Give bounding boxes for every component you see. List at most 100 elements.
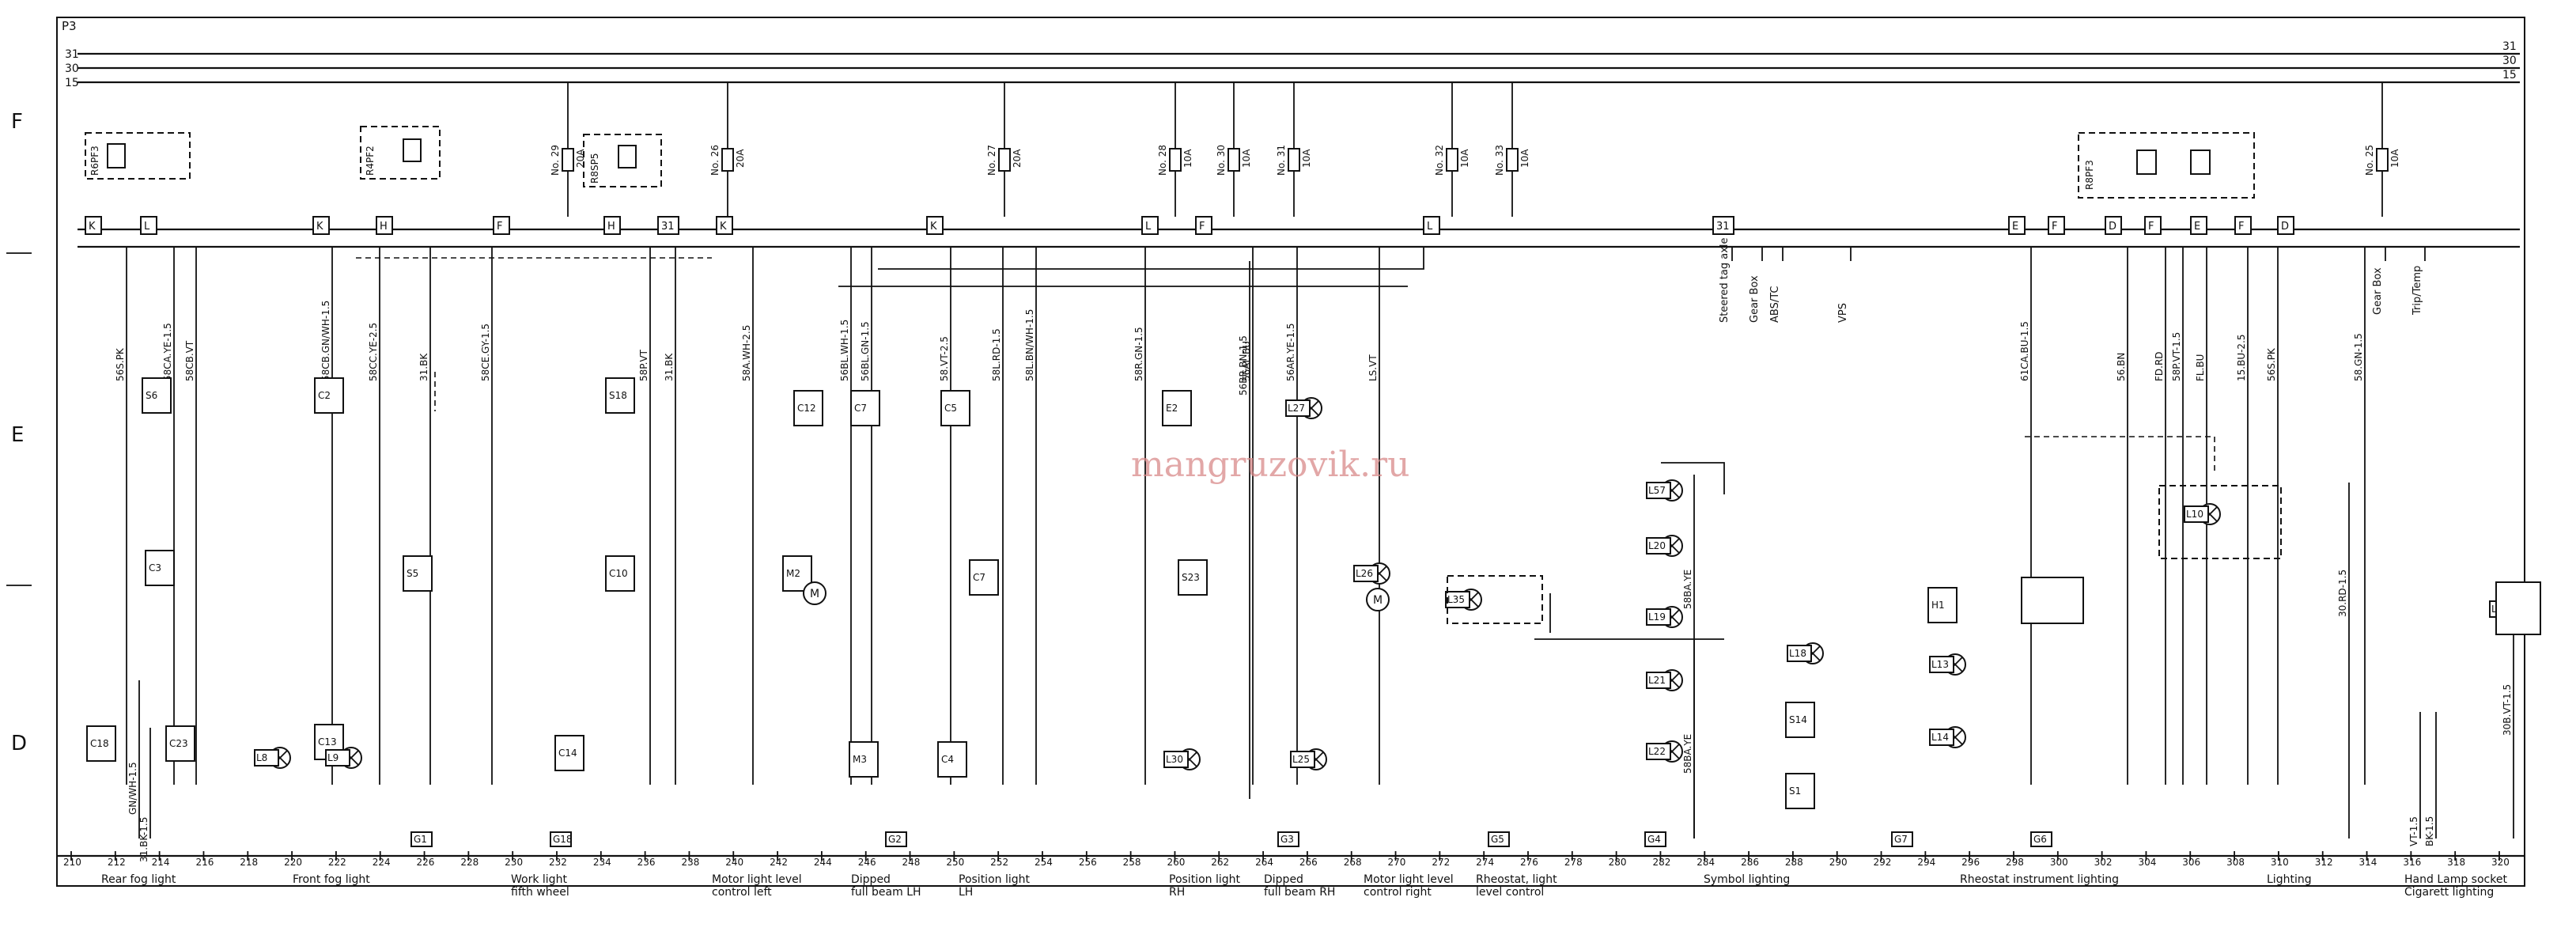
signal-label: ABS/TC bbox=[1769, 286, 1781, 323]
component-tag: C7 bbox=[973, 572, 985, 583]
connector-label: K bbox=[316, 221, 323, 233]
fuse-label: No. 26 bbox=[709, 145, 721, 176]
component-tag: S23 bbox=[1182, 572, 1200, 583]
ground-tag-box bbox=[1488, 831, 1510, 847]
ground-tag: G5 bbox=[1491, 834, 1504, 845]
wire-label: 58CC.YE-2.5 bbox=[368, 323, 379, 381]
scale-number: 244 bbox=[814, 857, 832, 868]
component-tag: L57 bbox=[1648, 485, 1666, 496]
component-tag: L22 bbox=[1648, 746, 1666, 757]
wire-label: 31.BK-1.5 bbox=[138, 817, 149, 862]
scale-number: 298 bbox=[2006, 857, 2024, 868]
component-tag: M2 bbox=[786, 568, 800, 579]
connector-box bbox=[376, 216, 393, 235]
diagram-frame bbox=[56, 17, 2525, 887]
wire-label: FL.BU bbox=[2195, 354, 2206, 381]
component-tag: C23 bbox=[169, 738, 188, 749]
fuse-27 bbox=[998, 148, 1011, 172]
connector-label: H bbox=[380, 221, 388, 233]
signal-label: Trip/Temp bbox=[2411, 266, 2423, 316]
ground-tag-box bbox=[410, 831, 433, 847]
scale-number: 274 bbox=[1476, 857, 1494, 868]
scale-number: 262 bbox=[1211, 857, 1229, 868]
wire-label: BK-1.5 bbox=[2424, 816, 2435, 846]
component-symbol bbox=[1162, 390, 1192, 426]
connector-box bbox=[2190, 216, 2207, 235]
fuse-rating: 10A bbox=[1182, 149, 1193, 168]
connector-box bbox=[657, 216, 679, 235]
component-tag: C14 bbox=[558, 748, 577, 759]
component-tag: L26 bbox=[1356, 568, 1373, 579]
connector-box bbox=[312, 216, 330, 235]
connector-label: F bbox=[1199, 221, 1205, 233]
relay-r4pf2-label: R4PF2 bbox=[365, 146, 376, 176]
scale-number: 282 bbox=[1652, 857, 1670, 868]
relay-r8sp5: R8SP5 bbox=[583, 134, 662, 187]
fuse-rating: 20A bbox=[575, 149, 586, 168]
connector-label: F bbox=[2052, 221, 2057, 233]
fuse-31 bbox=[1288, 148, 1300, 172]
component-tag-box bbox=[1290, 751, 1315, 768]
bus-label-31-left: 31 bbox=[65, 48, 79, 61]
section-caption-rear-fog: Rear fog light bbox=[101, 873, 176, 886]
ground-tag: G3 bbox=[1280, 834, 1294, 845]
scale-number: 312 bbox=[2315, 857, 2333, 868]
connector-label: D bbox=[2109, 221, 2116, 233]
component-symbol bbox=[605, 377, 635, 414]
component-tag: L8 bbox=[256, 752, 267, 763]
scale-number: 242 bbox=[770, 857, 788, 868]
component-tag-box bbox=[254, 749, 279, 767]
ground-tag: G6 bbox=[2033, 834, 2047, 845]
ground-tag: G2 bbox=[888, 834, 902, 845]
instrument-rheostat bbox=[2021, 577, 2084, 624]
scale-number: 288 bbox=[1785, 857, 1803, 868]
connector-box bbox=[1195, 216, 1212, 235]
connector-box bbox=[2234, 216, 2252, 235]
scale-number: 246 bbox=[858, 857, 876, 868]
fuse-26 bbox=[721, 148, 734, 172]
connector-label: F bbox=[2238, 221, 2244, 233]
scale-number: 212 bbox=[108, 857, 126, 868]
wire-label: 58BA.YE bbox=[1682, 570, 1693, 609]
scale-number: 276 bbox=[1520, 857, 1538, 868]
component-symbol bbox=[1178, 559, 1208, 596]
fuse-label: No. 33 bbox=[1494, 145, 1505, 176]
signal-label: VPS bbox=[1837, 303, 1849, 323]
component-symbol bbox=[165, 725, 195, 762]
power-buses: 31 30 15 31 30 15 bbox=[65, 40, 2520, 89]
connector-label: K bbox=[930, 221, 937, 233]
relay-r8sp5-label: R8SP5 bbox=[589, 153, 600, 184]
scale-number: 304 bbox=[2138, 857, 2156, 868]
connector-label: 31 bbox=[661, 221, 675, 233]
scale-number: 234 bbox=[593, 857, 611, 868]
scale-number: 214 bbox=[152, 857, 170, 868]
connector-label: K bbox=[89, 221, 96, 233]
scale-number: 232 bbox=[549, 857, 567, 868]
component-tag: L13 bbox=[1931, 659, 1949, 670]
fuse-label: No. 27 bbox=[986, 145, 997, 176]
ground-tag: G4 bbox=[1647, 834, 1661, 845]
component-tag: L19 bbox=[1648, 611, 1666, 623]
component-symbol bbox=[142, 377, 172, 414]
component-tag: L20 bbox=[1648, 540, 1666, 551]
scale-number: 256 bbox=[1079, 857, 1097, 868]
hand-lamp-socket bbox=[2495, 581, 2541, 635]
component-tag: L10 bbox=[2186, 509, 2203, 520]
wire-label: 56.BN bbox=[2116, 353, 2127, 381]
harness-solid bbox=[838, 247, 1725, 640]
motor-symbol bbox=[803, 581, 827, 605]
component-tag: E2 bbox=[1166, 403, 1178, 414]
connector-box bbox=[603, 216, 621, 235]
wire-label: LS.VT bbox=[1367, 354, 1379, 381]
component-symbol bbox=[1785, 702, 1815, 738]
component-tag: C7 bbox=[854, 403, 867, 414]
svg-text:M: M bbox=[810, 588, 819, 600]
component-tag: L9 bbox=[327, 752, 339, 763]
bus-label-15-right: 15 bbox=[2502, 69, 2517, 81]
